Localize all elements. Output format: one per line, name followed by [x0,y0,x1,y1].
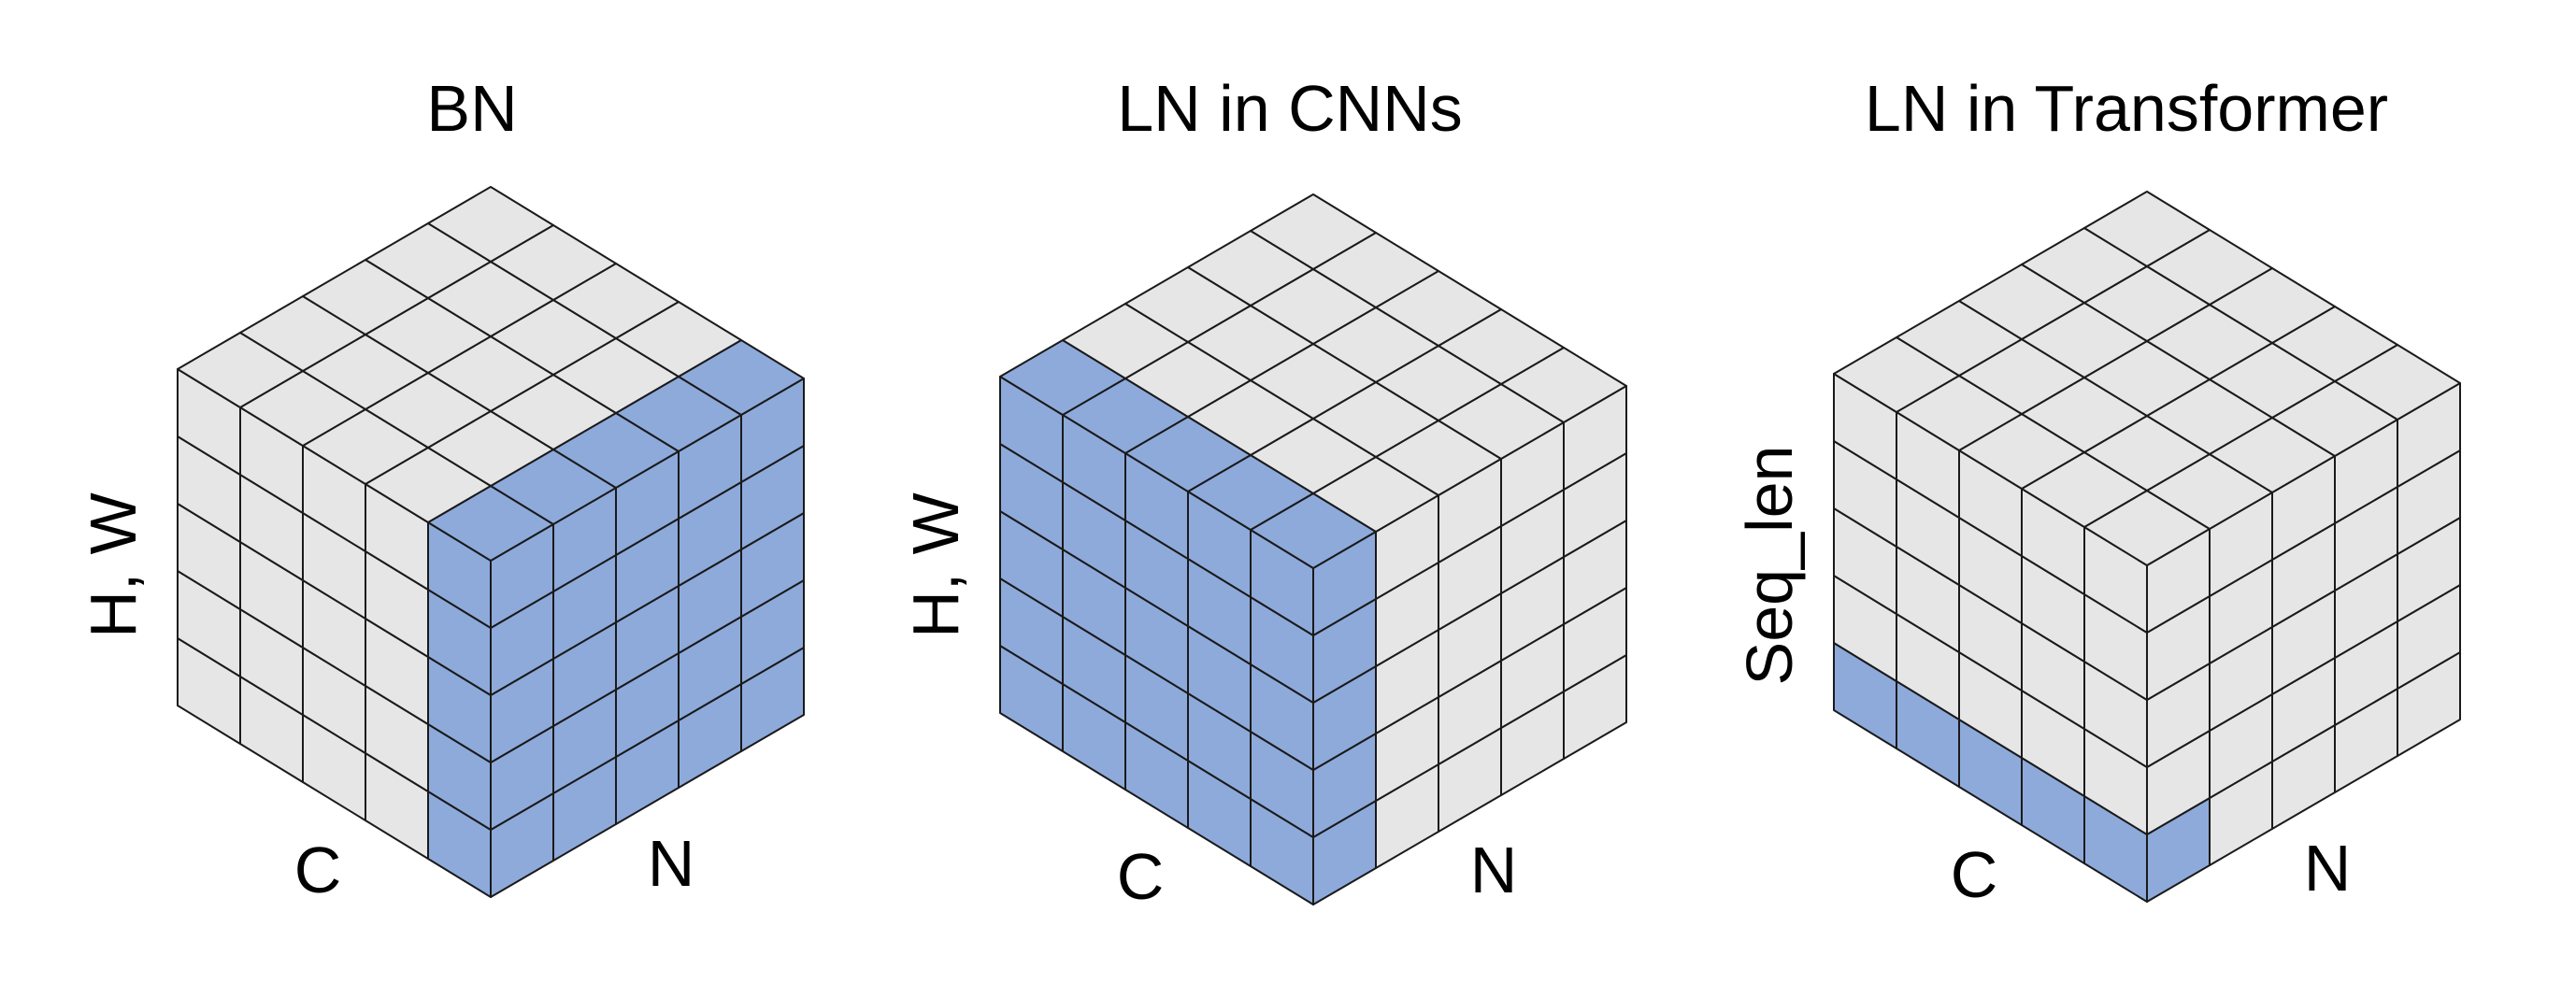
ln-transformer-cube: LN in Transformer Seq_len C N [1733,72,2461,911]
ln-cnn-title: LN in CNNs [1117,72,1463,145]
bn-cube-cells [177,186,805,898]
bn-n-axis-label: N [648,827,695,900]
top-face-cell [2083,191,2211,267]
bn-vertical-axis-label: H, W [77,492,150,638]
bn-c-axis-label: C [294,834,342,906]
ln-cnn-cube-cells [999,193,1627,905]
ln-transformer-n-axis-label: N [2304,832,2352,905]
ln-cnn-c-axis-label: C [1117,840,1165,913]
ln-transformer-cube-cells [1833,191,2461,903]
top-face-cell [427,186,554,263]
ln-cnn-cube: LN in CNNs H, W C N [899,72,1627,913]
ln-transformer-title: LN in Transformer [1865,72,2388,145]
bn-title: BN [426,72,517,145]
ln-cnn-vertical-axis-label: H, W [899,492,972,638]
top-face-cell [1250,193,1377,270]
ln-transformer-vertical-axis-label: Seq_len [1733,446,1806,686]
ln-cnn-n-axis-label: N [1470,834,1518,906]
ln-transformer-c-axis-label: C [1951,838,1998,911]
bn-cube: BN H, W C N [77,72,805,906]
